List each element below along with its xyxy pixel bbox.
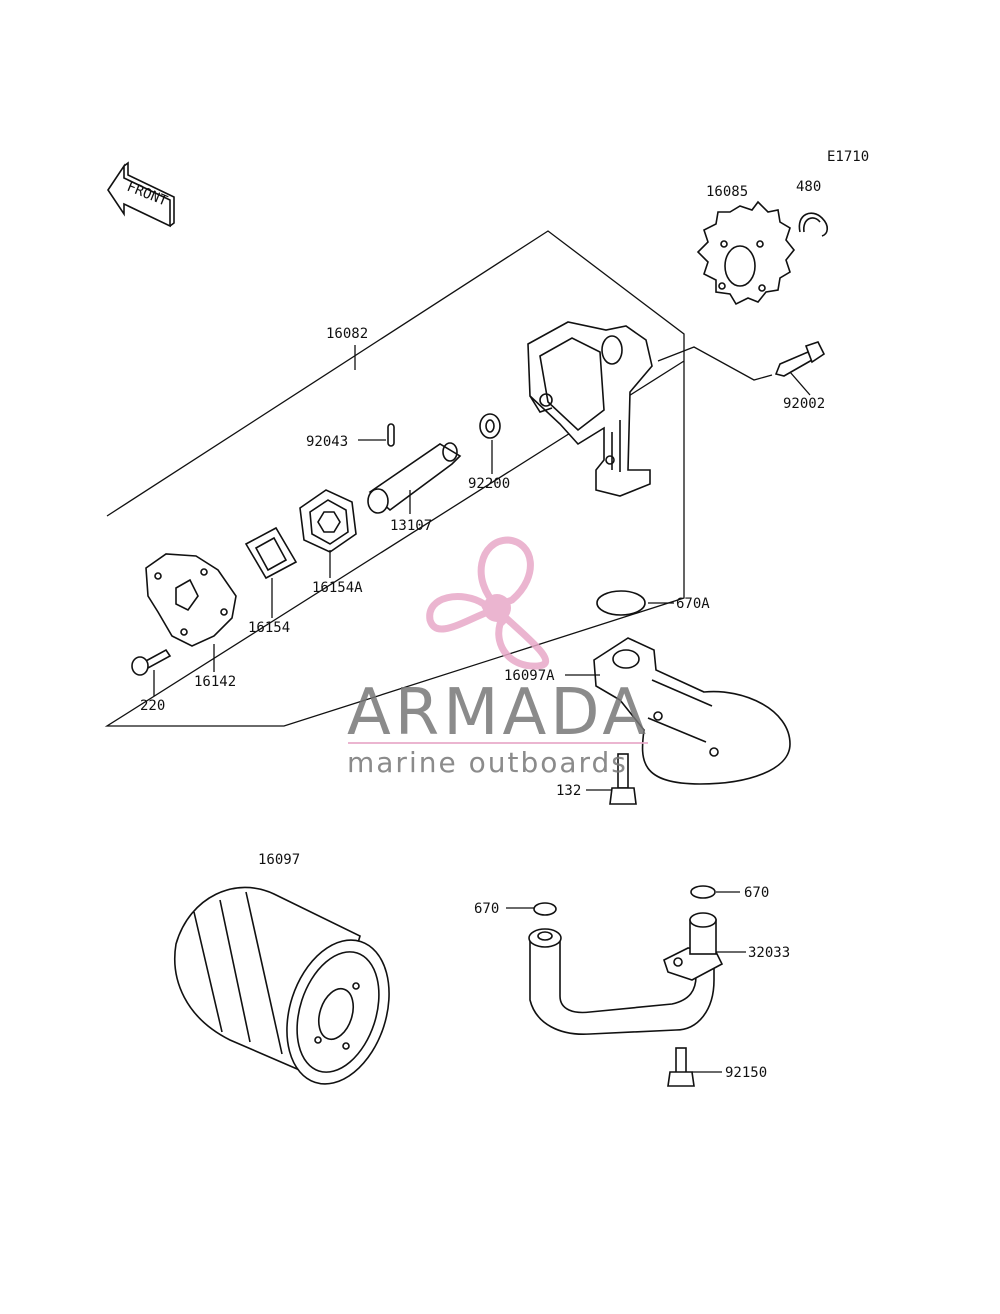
pump-body-part [527, 321, 653, 497]
circlip-part [798, 212, 829, 237]
outer-rotor-part [299, 489, 357, 553]
o-ring-670-left-part [533, 902, 557, 916]
label-16097: 16097 [258, 852, 300, 868]
sprocket-part [696, 200, 796, 306]
label-16082: 16082 [326, 326, 368, 342]
label-16097a: 16097A [504, 668, 555, 684]
label-16154a: 16154A [312, 580, 363, 596]
label-670a: 670A [676, 596, 710, 612]
propeller-logo-icon [426, 536, 549, 670]
label-480: 480 [796, 179, 821, 195]
bolt-132-part [609, 753, 637, 805]
oil-filter-part [174, 886, 390, 1085]
front-arrow-icon: FRONT [107, 161, 175, 228]
oil-pipe-part [528, 912, 724, 1035]
label-32033: 32033 [748, 945, 790, 961]
oil-strainer-part [593, 637, 791, 785]
watermark-tagline: marine outboards [347, 746, 628, 779]
label-132: 132 [556, 783, 581, 799]
label-92150: 92150 [725, 1065, 767, 1081]
label-92043: 92043 [306, 434, 348, 450]
label-16142: 16142 [194, 674, 236, 690]
o-ring-670-right-part [690, 885, 716, 899]
label-16154: 16154 [248, 620, 290, 636]
bolt-92002-part [774, 341, 826, 377]
leader-lines [153, 345, 811, 1073]
pin-part [387, 423, 395, 447]
label-16085: 16085 [706, 184, 748, 200]
watermark: ARMADA marine outboards [347, 536, 650, 779]
washer-part [479, 413, 501, 439]
label-92200: 92200 [468, 476, 510, 492]
screw-220-part [131, 648, 172, 676]
label-92002: 92002 [783, 396, 825, 412]
inner-rotor-part [244, 526, 298, 580]
label-670-right: 670 [744, 885, 769, 901]
pump-cover-part [145, 553, 237, 647]
shaft-part [367, 442, 462, 514]
watermark-brand: ARMADA [347, 676, 650, 750]
label-220: 220 [140, 698, 165, 714]
o-ring-670a-part [596, 590, 646, 616]
label-670-left: 670 [474, 901, 499, 917]
oil-pump-assembly-frame [104, 230, 773, 727]
label-13107: 13107 [390, 518, 432, 534]
diagram-code: E1710 [827, 149, 869, 165]
bolt-92150-part [667, 1047, 695, 1087]
